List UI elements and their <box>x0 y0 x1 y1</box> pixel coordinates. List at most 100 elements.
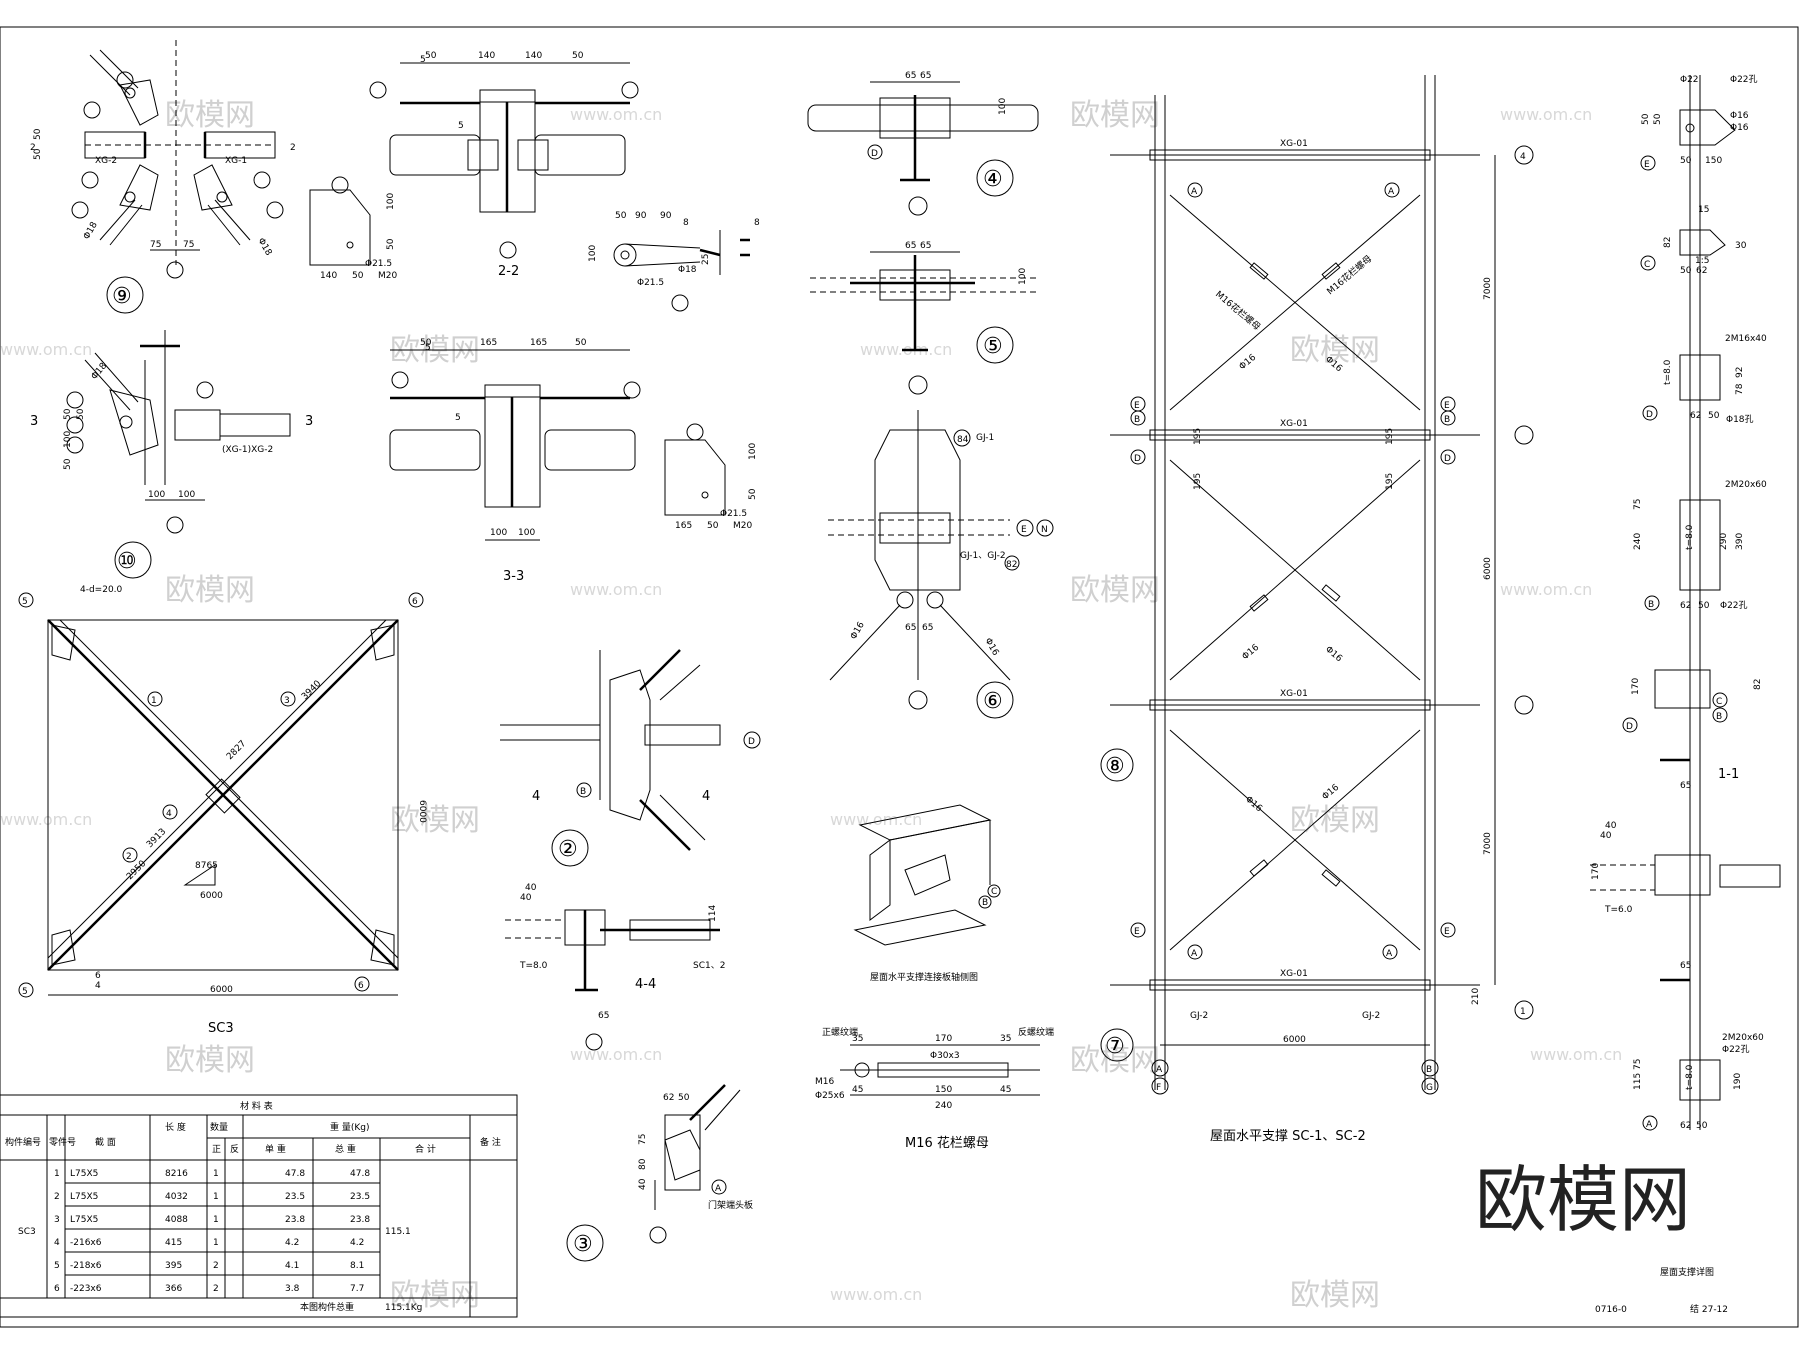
plan-member: XG-01 <box>1280 139 1308 149</box>
plan-ref: A <box>1386 949 1393 959</box>
col-dim: 190 <box>1733 1073 1743 1090</box>
table-cell-pos: 1 <box>213 1215 219 1225</box>
plan-axis-right: 1 <box>1520 1007 1526 1017</box>
col-ref: C <box>1716 697 1722 707</box>
watermark-url: www.om.cn <box>570 1045 662 1064</box>
col-dim: 50 <box>1696 1121 1708 1131</box>
table-header: 数量 <box>210 1121 228 1133</box>
table-cell-length: 366 <box>165 1284 182 1294</box>
col-dim: Φ22孔 <box>1720 600 1748 611</box>
sc3-note: 4 <box>95 981 101 991</box>
plan-axis-bottom: A <box>1156 1065 1163 1075</box>
s22-dim: 50 <box>425 51 437 61</box>
sc3-brace-elevation: 6000 6000 3940 2950 3913 2827 8765 6000 … <box>18 585 427 1036</box>
sc3-dim: 6000 <box>200 891 223 901</box>
drawing-code: 0716-0 <box>1595 1305 1627 1315</box>
tb-dim: 170 <box>935 1034 952 1044</box>
s33-dim: 165 <box>530 338 547 348</box>
plan-small-dim: 195 <box>1385 428 1395 445</box>
col-ref: D <box>1646 410 1653 420</box>
v6-dim: 65 <box>905 623 916 633</box>
col-dim: 290 <box>1719 533 1729 550</box>
v4-ref: D <box>871 149 878 159</box>
sc3-dim: 3913 <box>145 827 168 850</box>
plan-axis-bottom: G <box>1426 1083 1433 1093</box>
view-label-4: ④ <box>983 167 1003 192</box>
v3-dim: 50 <box>678 1093 690 1103</box>
col-dim: Φ16 <box>1730 123 1749 133</box>
lug-dim: 90 <box>635 211 647 221</box>
s44-dim: 40 <box>520 893 532 903</box>
table-cell-no: 1 <box>54 1169 60 1179</box>
v9-ref: Φ18 <box>255 237 273 258</box>
section-2-2: 50 140 140 50 5 5 2-2 <box>369 51 639 279</box>
v2-ref: D <box>748 737 755 747</box>
s22-weld: 5 <box>458 121 464 131</box>
v3-ref: A <box>715 1184 722 1194</box>
table-cell-section: L75X5 <box>70 1169 98 1179</box>
v10-dim: 100 <box>148 490 165 500</box>
plan-ref: D <box>1134 454 1141 464</box>
plan-ref: D <box>1444 454 1451 464</box>
table-cell-total: 23.8 <box>350 1215 370 1225</box>
sc3-part: 6 <box>412 597 418 607</box>
plan-small-dim: 195 <box>1193 428 1203 445</box>
plan-ref: B <box>1134 415 1140 425</box>
col-dim: 390 <box>1735 533 1745 550</box>
table-cell-pos: 1 <box>213 1238 219 1248</box>
detail-view-10: 100 100 50 100 50 50 (XG-1)XG-2 Φ18 3 3 … <box>30 330 313 579</box>
col-ref: D <box>1626 722 1633 732</box>
col-dim: Φ22孔 <box>1730 74 1758 85</box>
detail-view-9: 75 75 50 50 XG-2 XG-1 Φ18 Φ18 2 2 ⑨ <box>30 40 296 314</box>
table-cell-total: 7.7 <box>350 1284 364 1294</box>
v5-dim: 100 <box>1018 268 1028 285</box>
table-header: 零件号 <box>49 1136 76 1148</box>
plan-turnbuckle: M16花栏螺母 <box>1213 288 1263 333</box>
view-label-7: ⑦ <box>1105 1034 1125 1059</box>
plan-rod: Φ16 <box>1243 795 1264 815</box>
turnbuckle-detail: 正螺纹端 反螺纹端 35 170 35 45 150 45 240 Φ30x3 … <box>815 1026 1054 1151</box>
v10-dim: 50 <box>63 408 73 420</box>
plan-ref: E <box>1134 927 1140 937</box>
col-dim: Φ18孔 <box>1726 414 1754 425</box>
col-dim: t=8.0 <box>1685 524 1695 550</box>
table-cell-length: 4088 <box>165 1215 188 1225</box>
table-header: 备 注 <box>480 1136 501 1148</box>
plate1-hole: Φ21.5 <box>365 259 392 269</box>
material-table: 材 料 表 构件编号 零件号 截 面 长 度 数量 重 量(Kg) 备 注 正 … <box>0 1094 518 1318</box>
v4-dim: 65 <box>905 71 916 81</box>
sc3-dim: 8765 <box>195 861 218 871</box>
table-subheader: 反 <box>230 1144 239 1155</box>
section-label-1-1: 1-1 <box>1718 767 1739 782</box>
plan-ref: A <box>1191 187 1198 197</box>
watermark-text: 欧模网 <box>1070 573 1160 608</box>
detail-view-2: D B 4 4 ② <box>500 649 761 867</box>
watermark-url: www.om.cn <box>830 1285 922 1304</box>
lug-dim: 90 <box>660 211 672 221</box>
plate2-dim: 100 <box>748 443 758 460</box>
col-dim: 65 <box>1680 781 1691 791</box>
watermark-url: www.om.cn <box>1500 580 1592 599</box>
v6-dim: 65 <box>922 623 933 633</box>
table-cell-pos: 2 <box>213 1284 219 1294</box>
plan-ref: B <box>1444 415 1450 425</box>
table-cell-no: 4 <box>54 1238 60 1248</box>
s33-weld: 5 <box>425 343 431 353</box>
sc3-part: 3 <box>284 696 290 706</box>
plate2-hole: Φ21.5 <box>720 509 747 519</box>
plan-vdim: 7000 <box>1483 832 1493 855</box>
table-subheader: 总 重 <box>335 1143 356 1155</box>
v2-section-mark: 4 <box>702 789 710 804</box>
col-dim: Φ22孔 <box>1722 1044 1750 1055</box>
col-dim: 170 <box>1591 863 1601 880</box>
sc3-part: 1 <box>151 696 157 706</box>
v10-member: (XG-1)XG-2 <box>222 445 273 455</box>
col-ref: B <box>1716 712 1722 722</box>
col-dim: 15 <box>1698 205 1709 215</box>
sc3-dim: 6000 <box>210 985 233 995</box>
col-dim: 62 <box>1680 601 1691 611</box>
s44-member: SC1、2 <box>693 961 725 971</box>
col-dim: 2M20x60 <box>1722 1033 1764 1043</box>
v10-dim: 100 <box>178 490 195 500</box>
